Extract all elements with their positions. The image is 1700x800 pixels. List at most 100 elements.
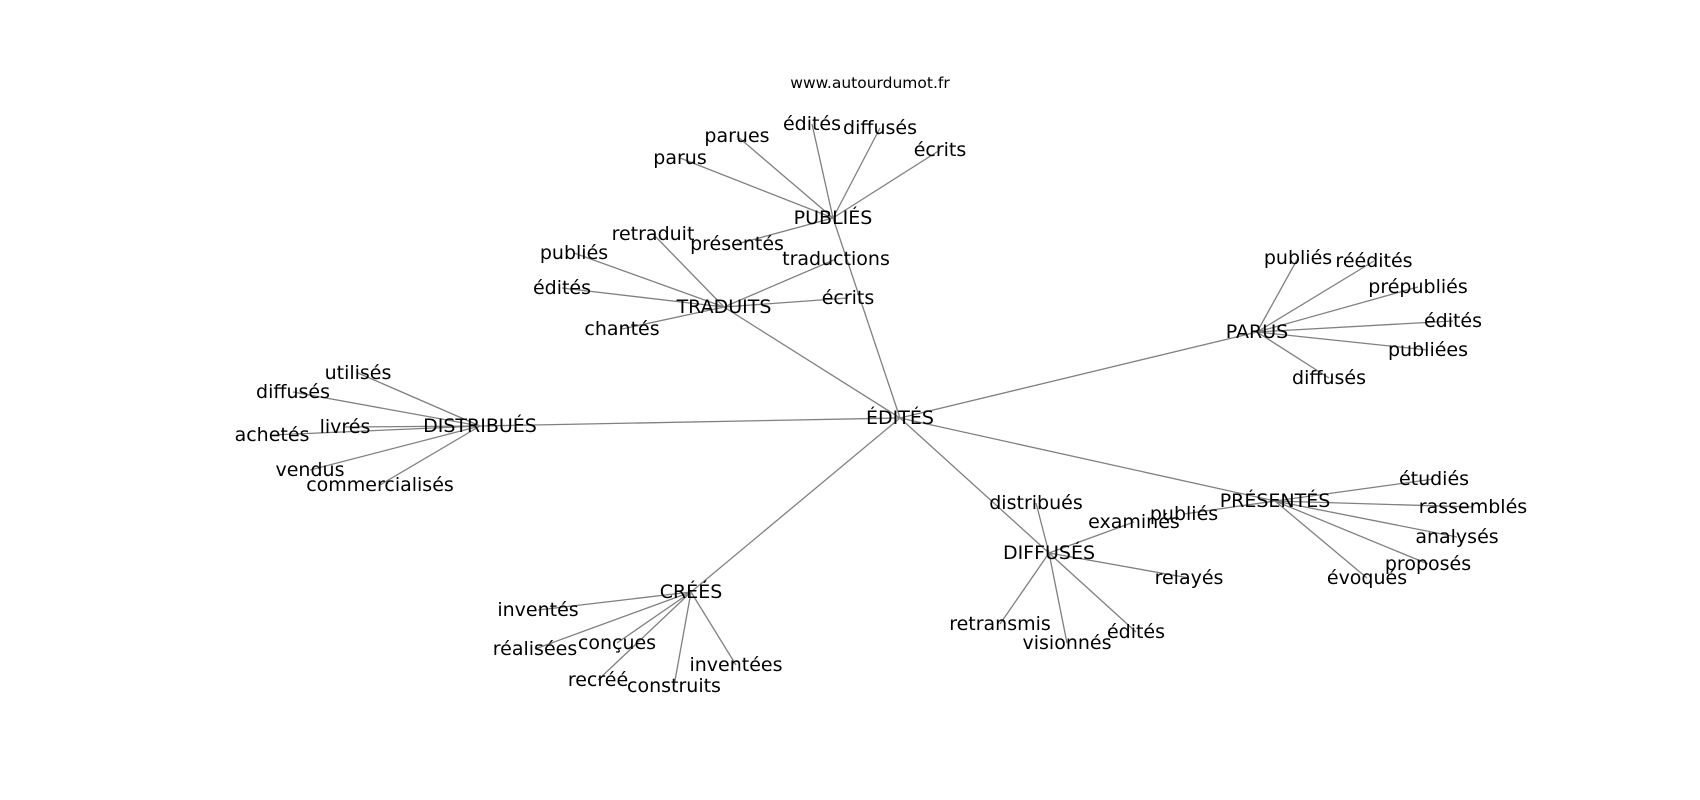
node-label-c_construits: construits — [627, 675, 721, 697]
edge-traduits-t_retraduit — [652, 233, 725, 308]
edge-edites_c-parus_c — [899, 331, 1258, 419]
edge-distribues_c-d_achetes — [271, 425, 481, 436]
edge-traduits-t_ecrits — [723, 297, 849, 308]
node-label-c_inventees: inventées — [689, 654, 782, 676]
node-label-d_utilises: utilisés — [325, 362, 392, 384]
edge-edites_c-traduits — [723, 306, 901, 419]
edge-presentes_c-pr_rassembles — [1274, 500, 1474, 508]
node-label-publies_c: PUBLIÉS — [794, 206, 873, 229]
node-label-t_ecrits: écrits — [822, 287, 875, 309]
node-label-pa_diffuses: diffusés — [1292, 367, 1366, 389]
node-label-df_visionnes: visionnés — [1023, 632, 1112, 654]
node-label-pa_publies: publiés — [1264, 247, 1332, 269]
node-label-pr_analyses: analysés — [1415, 526, 1498, 548]
edge-diffuses_c-df_distribues — [1035, 502, 1050, 554]
edge-diffuses_c-df_visionnes — [1048, 552, 1068, 644]
edge-distribues_c-d_utilises — [357, 372, 481, 427]
node-label-presentes_c: PRÉSENTÉS — [1220, 489, 1331, 512]
edge-edites_c-publies_c — [832, 217, 901, 419]
edge-publies_c-p_diffuses — [832, 127, 881, 219]
edge-distribues_c-d_commercialises — [379, 425, 481, 486]
node-label-t_traductions: traductions — [782, 248, 890, 270]
node-label-t_retraduit: retraduit — [612, 223, 695, 245]
edges-layer — [271, 123, 1474, 687]
node-label-pa_prepublies: prépubliés — [1368, 276, 1467, 298]
node-label-df_distribues: distribués — [989, 492, 1082, 514]
node-label-pa_reedites: réédités — [1335, 250, 1412, 272]
edge-diffuses_c-df_relayes — [1048, 552, 1190, 579]
node-label-t_edites: édités — [533, 277, 591, 299]
edge-presentes_c-pr_evoques — [1274, 500, 1368, 579]
node-label-pa_publiees: publiées — [1388, 339, 1468, 361]
edge-crees-c_inventees — [690, 591, 737, 666]
edge-distribues_c-d_livres — [344, 425, 481, 428]
edge-traduits-t_chantes — [621, 306, 725, 330]
node-label-pr_etudies: étudiés — [1399, 468, 1469, 490]
edge-edites_c-distribues_c — [479, 417, 901, 427]
edge-presentes_c-pr_etudies — [1274, 478, 1435, 502]
edge-edites_c-presentes_c — [899, 417, 1276, 502]
node-label-d_achetes: achetés — [235, 424, 310, 446]
edge-crees-c_recree — [597, 591, 692, 681]
edge-diffuses_c-df_retransmis — [999, 552, 1050, 625]
node-label-edites_c: ÉDITÉS — [866, 406, 934, 429]
node-label-pa_edites: édités — [1424, 310, 1482, 332]
node-label-c_inventes: inventés — [497, 599, 578, 621]
edge-parus_c-pa_publiees — [1256, 331, 1429, 351]
edge-crees-c_concues — [616, 591, 692, 644]
node-label-d_commercialises: commercialisés — [306, 474, 454, 496]
edge-traduits-t_traductions — [723, 258, 837, 308]
edge-parus_c-pa_diffuses — [1256, 331, 1330, 379]
edge-diffuses_c-df_edites — [1048, 552, 1137, 633]
edge-parus_c-pa_publies — [1256, 257, 1299, 333]
edge-parus_c-pa_edites — [1256, 320, 1454, 333]
node-label-p_parues: parues — [704, 125, 769, 147]
edge-presentes_c-pr_publies — [1183, 500, 1276, 515]
node-label-c_concues: conçues — [578, 632, 656, 654]
node-label-p_diffuses: diffusés — [843, 117, 917, 139]
edge-crees-c_realisees — [534, 591, 692, 650]
node-label-pr_rassembles: rassemblés — [1419, 496, 1527, 518]
node-label-d_diffuses: diffusés — [256, 381, 330, 403]
edge-parus_c-pa_reedites — [1256, 260, 1375, 333]
edge-edites_c-crees — [690, 417, 901, 593]
edge-distribues_c-d_diffuses — [292, 391, 481, 427]
node-label-df_examines: examinés — [1088, 511, 1180, 533]
source-watermark: www.autourdumot.fr — [790, 74, 950, 92]
edge-distribues_c-d_vendus — [309, 425, 481, 471]
node-label-t_publies: publiés — [540, 242, 608, 264]
node-label-diffuses_c: DIFFUSÉS — [1003, 541, 1095, 564]
node-label-pr_proposes: proposés — [1385, 553, 1471, 575]
node-label-df_retransmis: retransmis — [949, 613, 1051, 635]
node-label-pr_publies: publiés — [1150, 503, 1218, 525]
edge-presentes_c-pr_analyses — [1274, 500, 1458, 538]
node-label-c_realisees: réalisées — [493, 638, 577, 660]
node-label-d_vendus: vendus — [276, 459, 345, 481]
node-label-p_parus: parus — [653, 147, 706, 169]
edge-publies_c-p_ecrits — [832, 149, 941, 219]
node-label-c_recree: recréé — [568, 669, 628, 691]
edge-traduits-t_edites — [561, 287, 725, 308]
edge-publies_c-p_parues — [736, 135, 834, 219]
edge-publies_c-p_presentes — [736, 217, 834, 245]
node-label-p_presentes: présentés — [690, 233, 784, 255]
edge-publies_c-p_parus — [679, 157, 834, 219]
node-label-crees: CRÉÉS — [660, 580, 723, 603]
node-label-pr_evoques: évoqués — [1327, 567, 1407, 589]
node-label-distribues_c: DISTRIBUÉS — [423, 414, 537, 437]
node-label-df_edites: édités — [1107, 621, 1165, 643]
edge-publies_c-p_edites — [811, 123, 834, 219]
edge-crees-c_construits — [673, 591, 692, 687]
edge-edites_c-diffuses_c — [899, 417, 1050, 554]
node-label-d_livres: livrés — [320, 416, 371, 438]
node-label-df_relayes: relayés — [1155, 567, 1224, 589]
node-label-traduits: TRADUITS — [676, 296, 772, 318]
node-label-p_ecrits: écrits — [914, 139, 967, 161]
edge-presentes_c-pr_proposes — [1274, 500, 1429, 565]
edge-parus_c-pa_prepublies — [1256, 286, 1419, 333]
node-label-p_edites: édités — [783, 113, 841, 135]
edge-crees-c_inventes — [537, 591, 692, 611]
node-label-parus_c: PARUS — [1226, 321, 1288, 343]
node-label-t_chantes: chantés — [584, 318, 659, 340]
